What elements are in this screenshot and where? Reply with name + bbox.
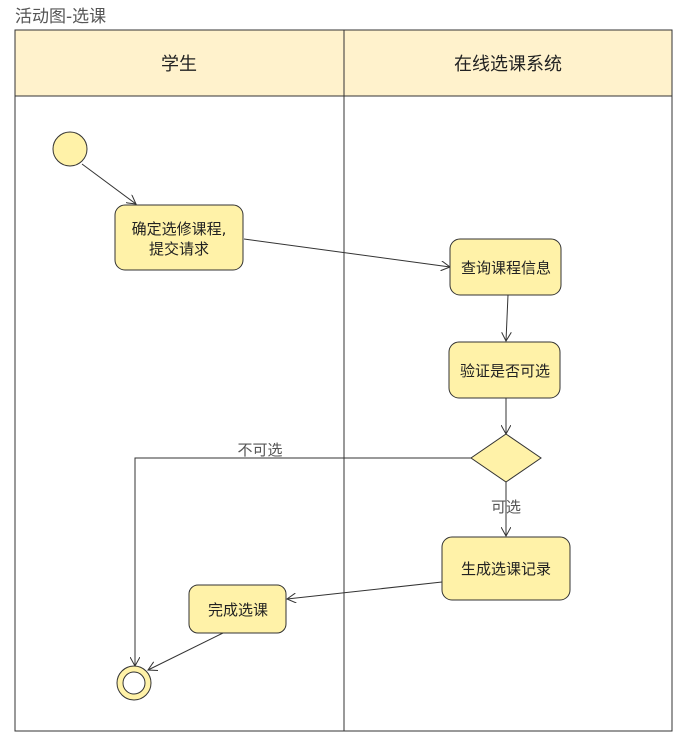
action-generate-record-label: 生成选课记录 [461, 560, 551, 578]
action-complete-selection: 完成选课 [188, 584, 287, 634]
action-generate-record: 生成选课记录 [441, 536, 571, 601]
action-confirm-course: 确定选修课程, 提交请求 [114, 204, 244, 271]
decision-node [470, 433, 542, 483]
action-query-course-info-label: 查询课程信息 [461, 259, 551, 277]
edge-query-to-verify [506, 294, 508, 341]
swimlane-pool: 学生 在线选课系统 [14, 29, 673, 732]
end-node [116, 665, 152, 701]
start-node [52, 131, 88, 167]
action-verify-selectable-label: 验证是否可选 [460, 362, 550, 380]
edges [81, 163, 508, 670]
action-query-course-info: 查询课程信息 [449, 238, 562, 296]
lane-student-body [14, 95, 345, 732]
edge-label-selectable: 可选 [491, 498, 521, 516]
edge-label-not-selectable: 不可选 [237, 441, 282, 459]
diagram-title: 活动图-选课 [15, 7, 106, 27]
edge-generate-to-complete [287, 581, 443, 599]
action-confirm-course-line1: 确定选修课程, [132, 220, 227, 238]
edge-start-to-confirm [81, 163, 136, 204]
action-confirm-course-line2: 提交请求 [149, 240, 209, 258]
edge-complete-to-end [148, 632, 224, 670]
lane-student-header [14, 29, 345, 97]
action-complete-selection-label: 完成选课 [208, 601, 268, 619]
action-verify-selectable: 验证是否可选 [448, 341, 561, 399]
lane-student-label: 学生 [161, 54, 197, 75]
edge-confirm-to-query [243, 238, 450, 267]
lane-system-header [343, 29, 673, 97]
lane-system-label: 在线选课系统 [454, 54, 562, 75]
edge-not-selectable [135, 457, 471, 666]
lane-system-body [343, 95, 673, 732]
